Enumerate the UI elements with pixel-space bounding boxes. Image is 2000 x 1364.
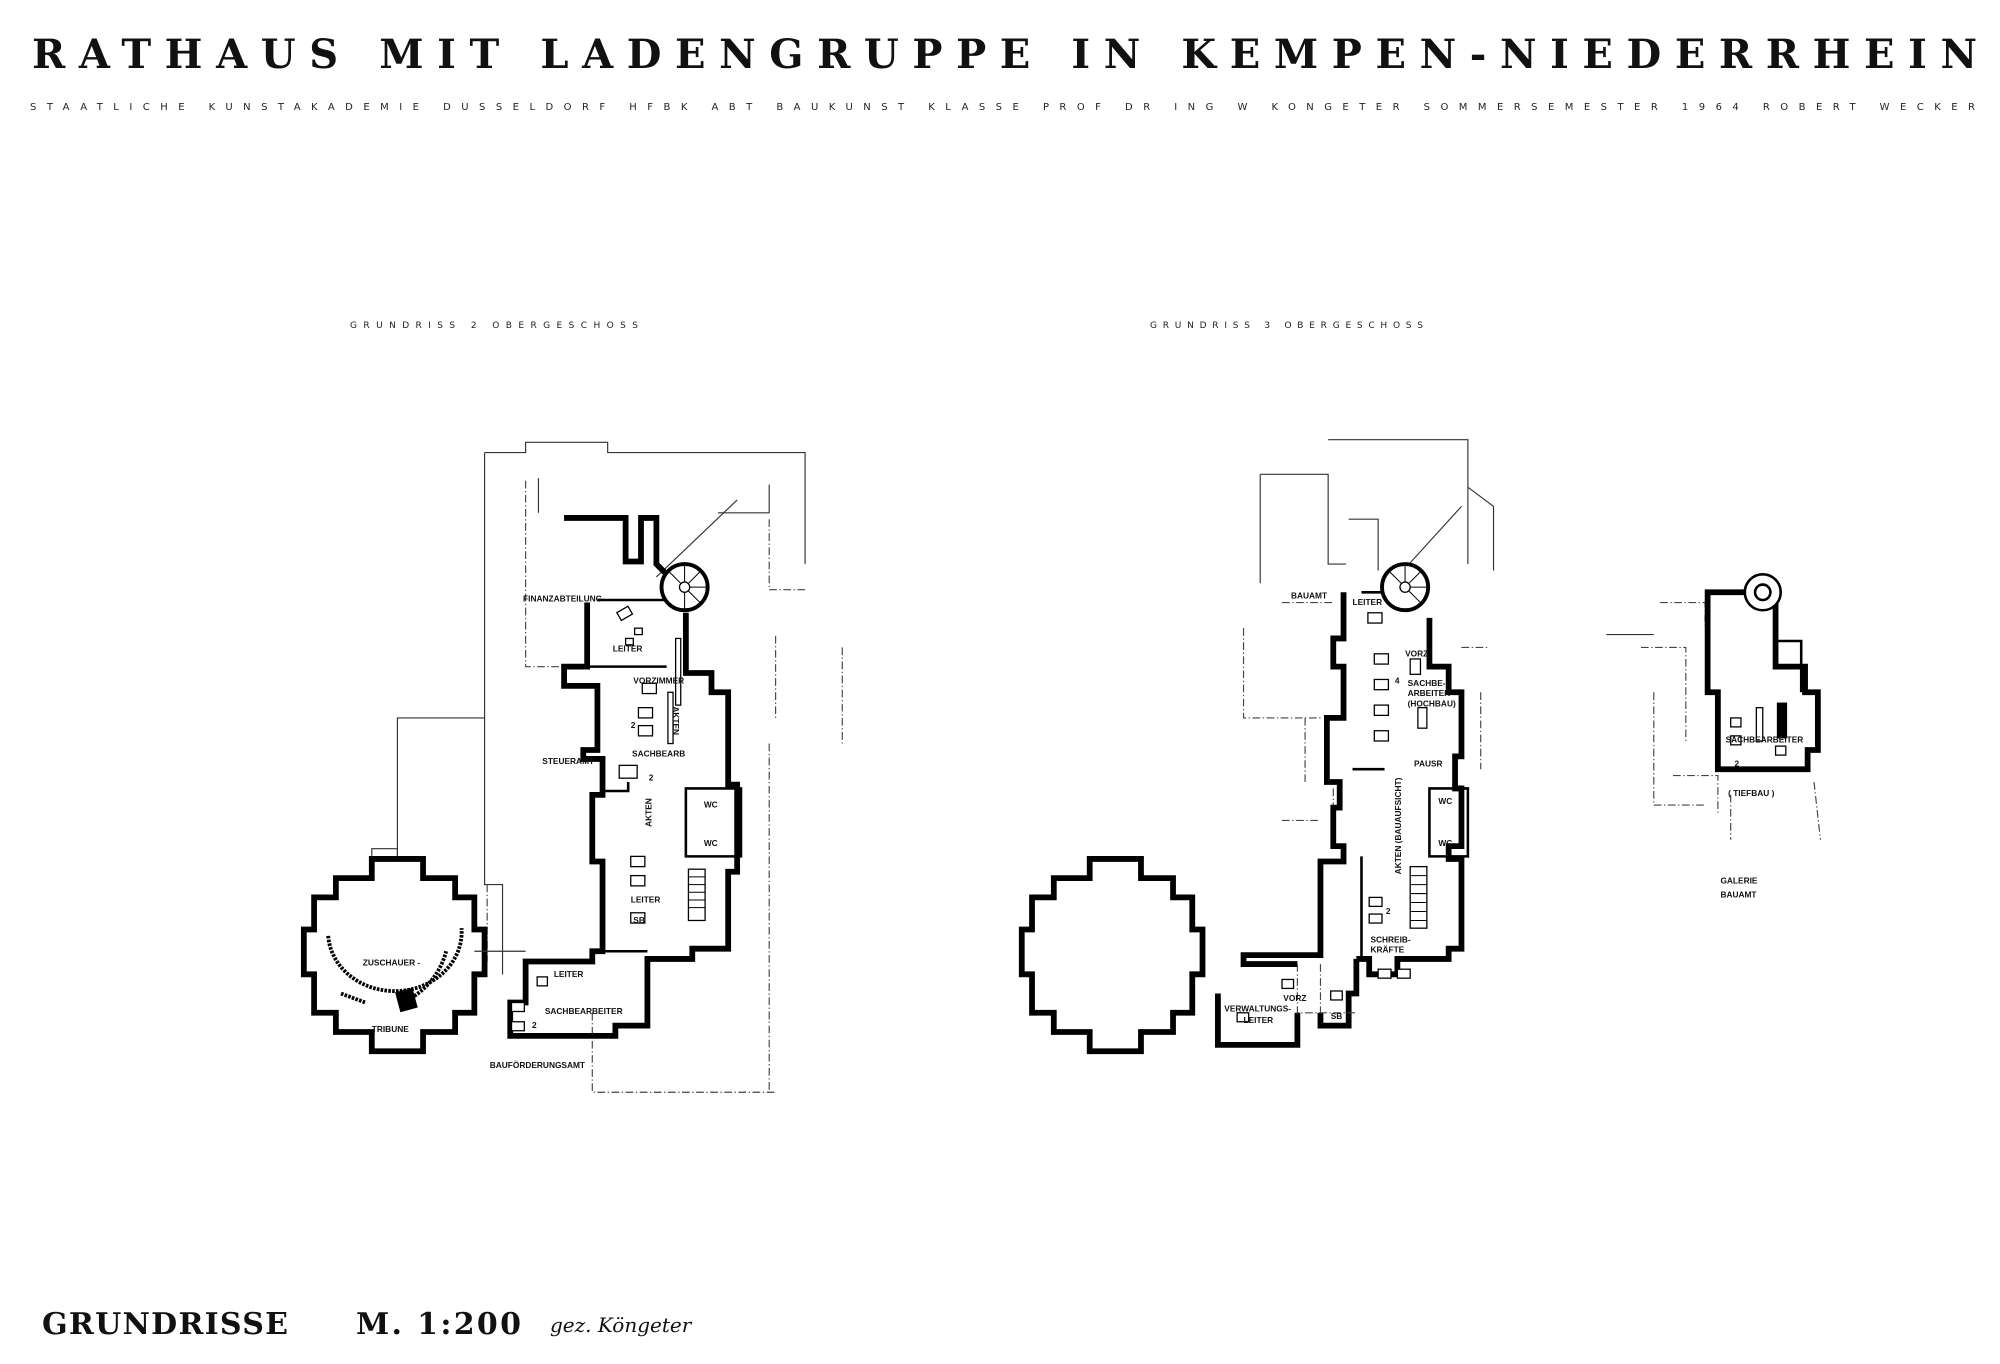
room-label: LEITER: [554, 969, 584, 979]
room-label: 2: [649, 773, 654, 783]
room-label: VORZ: [1283, 993, 1306, 1003]
room-label: 2: [1386, 906, 1391, 916]
room-label: FINANZABTEILUNG: [523, 593, 602, 603]
floor-plan-galerie: [1606, 573, 1822, 840]
room-label: LEITER: [1244, 1015, 1274, 1025]
room-label: TRIBUNE: [372, 1024, 409, 1034]
room-label: BAUFÖRDERUNGSAMT: [490, 1060, 585, 1070]
room-label: KRÄFTE: [1370, 945, 1404, 955]
plan-title-2og: GRUNDRISS 2 OBERGESCHOSS: [350, 321, 638, 331]
room-label: WC: [704, 838, 718, 848]
signature: gez. Köngeter: [550, 1313, 693, 1337]
room-label: SACHBEARBEITER: [1726, 734, 1804, 744]
room-label: SACHBE-: [1408, 678, 1446, 688]
room-label: SACHBEARBEITER: [545, 1006, 623, 1016]
room-label: LEITER: [1353, 597, 1383, 607]
room-label: VERWALTUNGS-: [1224, 1003, 1291, 1013]
room-label: ARBEITER: [1408, 688, 1451, 698]
room-label: AKTEN: [643, 798, 653, 827]
sheet-subtitle: STAATLICHE KUNSTAKADEMIE DUSSELDORF HFBK…: [30, 102, 1975, 113]
room-label: VORZ: [1405, 648, 1428, 658]
room-label: SB: [1331, 1011, 1343, 1021]
room-label: SCHREIB-: [1370, 934, 1410, 944]
sheet-title: RATHAUS MIT LADENGRUPPE IN KEMPEN-NIEDER…: [32, 31, 1977, 78]
room-label: ZUSCHAUER -: [363, 957, 421, 967]
room-label: WC: [1438, 838, 1452, 848]
room-labels-2og: FINANZABTEILUNG LEITER VORZIMMER AKTEN 2…: [363, 593, 718, 1070]
room-label: BAUAMT: [1291, 591, 1327, 601]
room-label: 4: [1395, 675, 1400, 685]
plan-title-3og: GRUNDRISS 3 OBERGESCHOSS: [1150, 321, 1423, 331]
room-label: 2: [532, 1020, 537, 1030]
floor-plan-3og: [1018, 439, 1495, 1055]
room-label: VORZIMMER: [633, 675, 684, 685]
room-label: SACHBEARB: [632, 748, 685, 758]
drawing-scale: M. 1:200: [356, 1307, 521, 1342]
room-label: AKTEN (BAUAUFSICHT): [1393, 777, 1403, 874]
room-label: PAUSR: [1414, 759, 1443, 769]
room-label: WC: [704, 800, 718, 810]
room-label: SB: [633, 915, 645, 925]
floor-plan-2og: [300, 441, 843, 1093]
room-labels-3og: BAUAMT LEITER VORZ SACHBE- ARBEITER (HOC…: [1224, 591, 1456, 1025]
room-label: LEITER: [613, 643, 643, 653]
room-label: ( TIEFBAU ): [1728, 788, 1774, 798]
drawing-caption: GRUNDRISSE: [42, 1307, 288, 1342]
room-label: AKTEN: [671, 706, 681, 735]
room-label: STEUERAMT: [542, 756, 594, 766]
room-label: LEITER: [631, 895, 661, 905]
room-label: (HOCHBAU): [1408, 698, 1456, 708]
room-labels-galerie: SACHBEARBEITER 2 ( TIEFBAU ) GALERIE BAU…: [1720, 734, 1803, 899]
room-label: 2: [1735, 759, 1740, 769]
plan-title-galerie: GALERIE: [1720, 875, 1757, 885]
room-label: WC: [1438, 796, 1452, 806]
plan-title-galerie: BAUAMT: [1720, 889, 1756, 899]
room-label: 2: [631, 720, 636, 730]
